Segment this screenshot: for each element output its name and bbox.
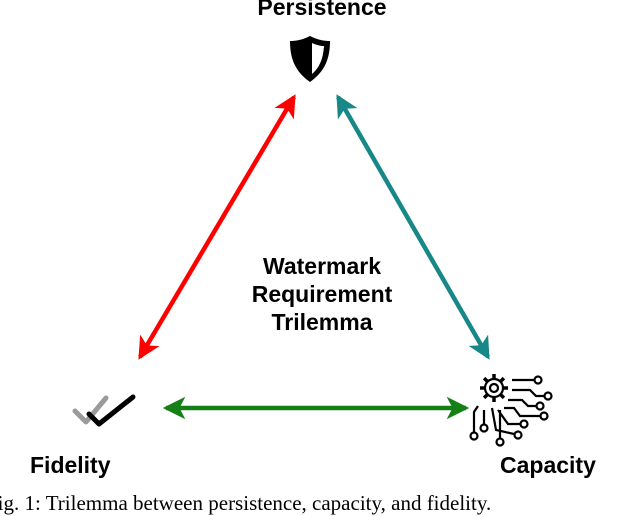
center-title-line: Trilemma (271, 309, 373, 335)
double-check-icon (72, 394, 136, 427)
fidelity-label: Fidelity (30, 452, 111, 478)
capacity-label: Capacity (500, 452, 596, 478)
gear-circuit-icon (469, 374, 553, 447)
center-title-line: Watermark (262, 253, 382, 279)
center-title-line: Requirement (251, 281, 393, 307)
shield-icon (290, 36, 330, 82)
persistence-label: Persistence (257, 0, 387, 20)
center-title: Watermark Requirement Trilemma (200, 252, 444, 336)
edge-persistence-capacity (336, 94, 490, 360)
edge-fidelity-persistence (138, 94, 296, 360)
figure-caption: Fig. 1: Trilemma between persistence, ca… (0, 491, 492, 515)
